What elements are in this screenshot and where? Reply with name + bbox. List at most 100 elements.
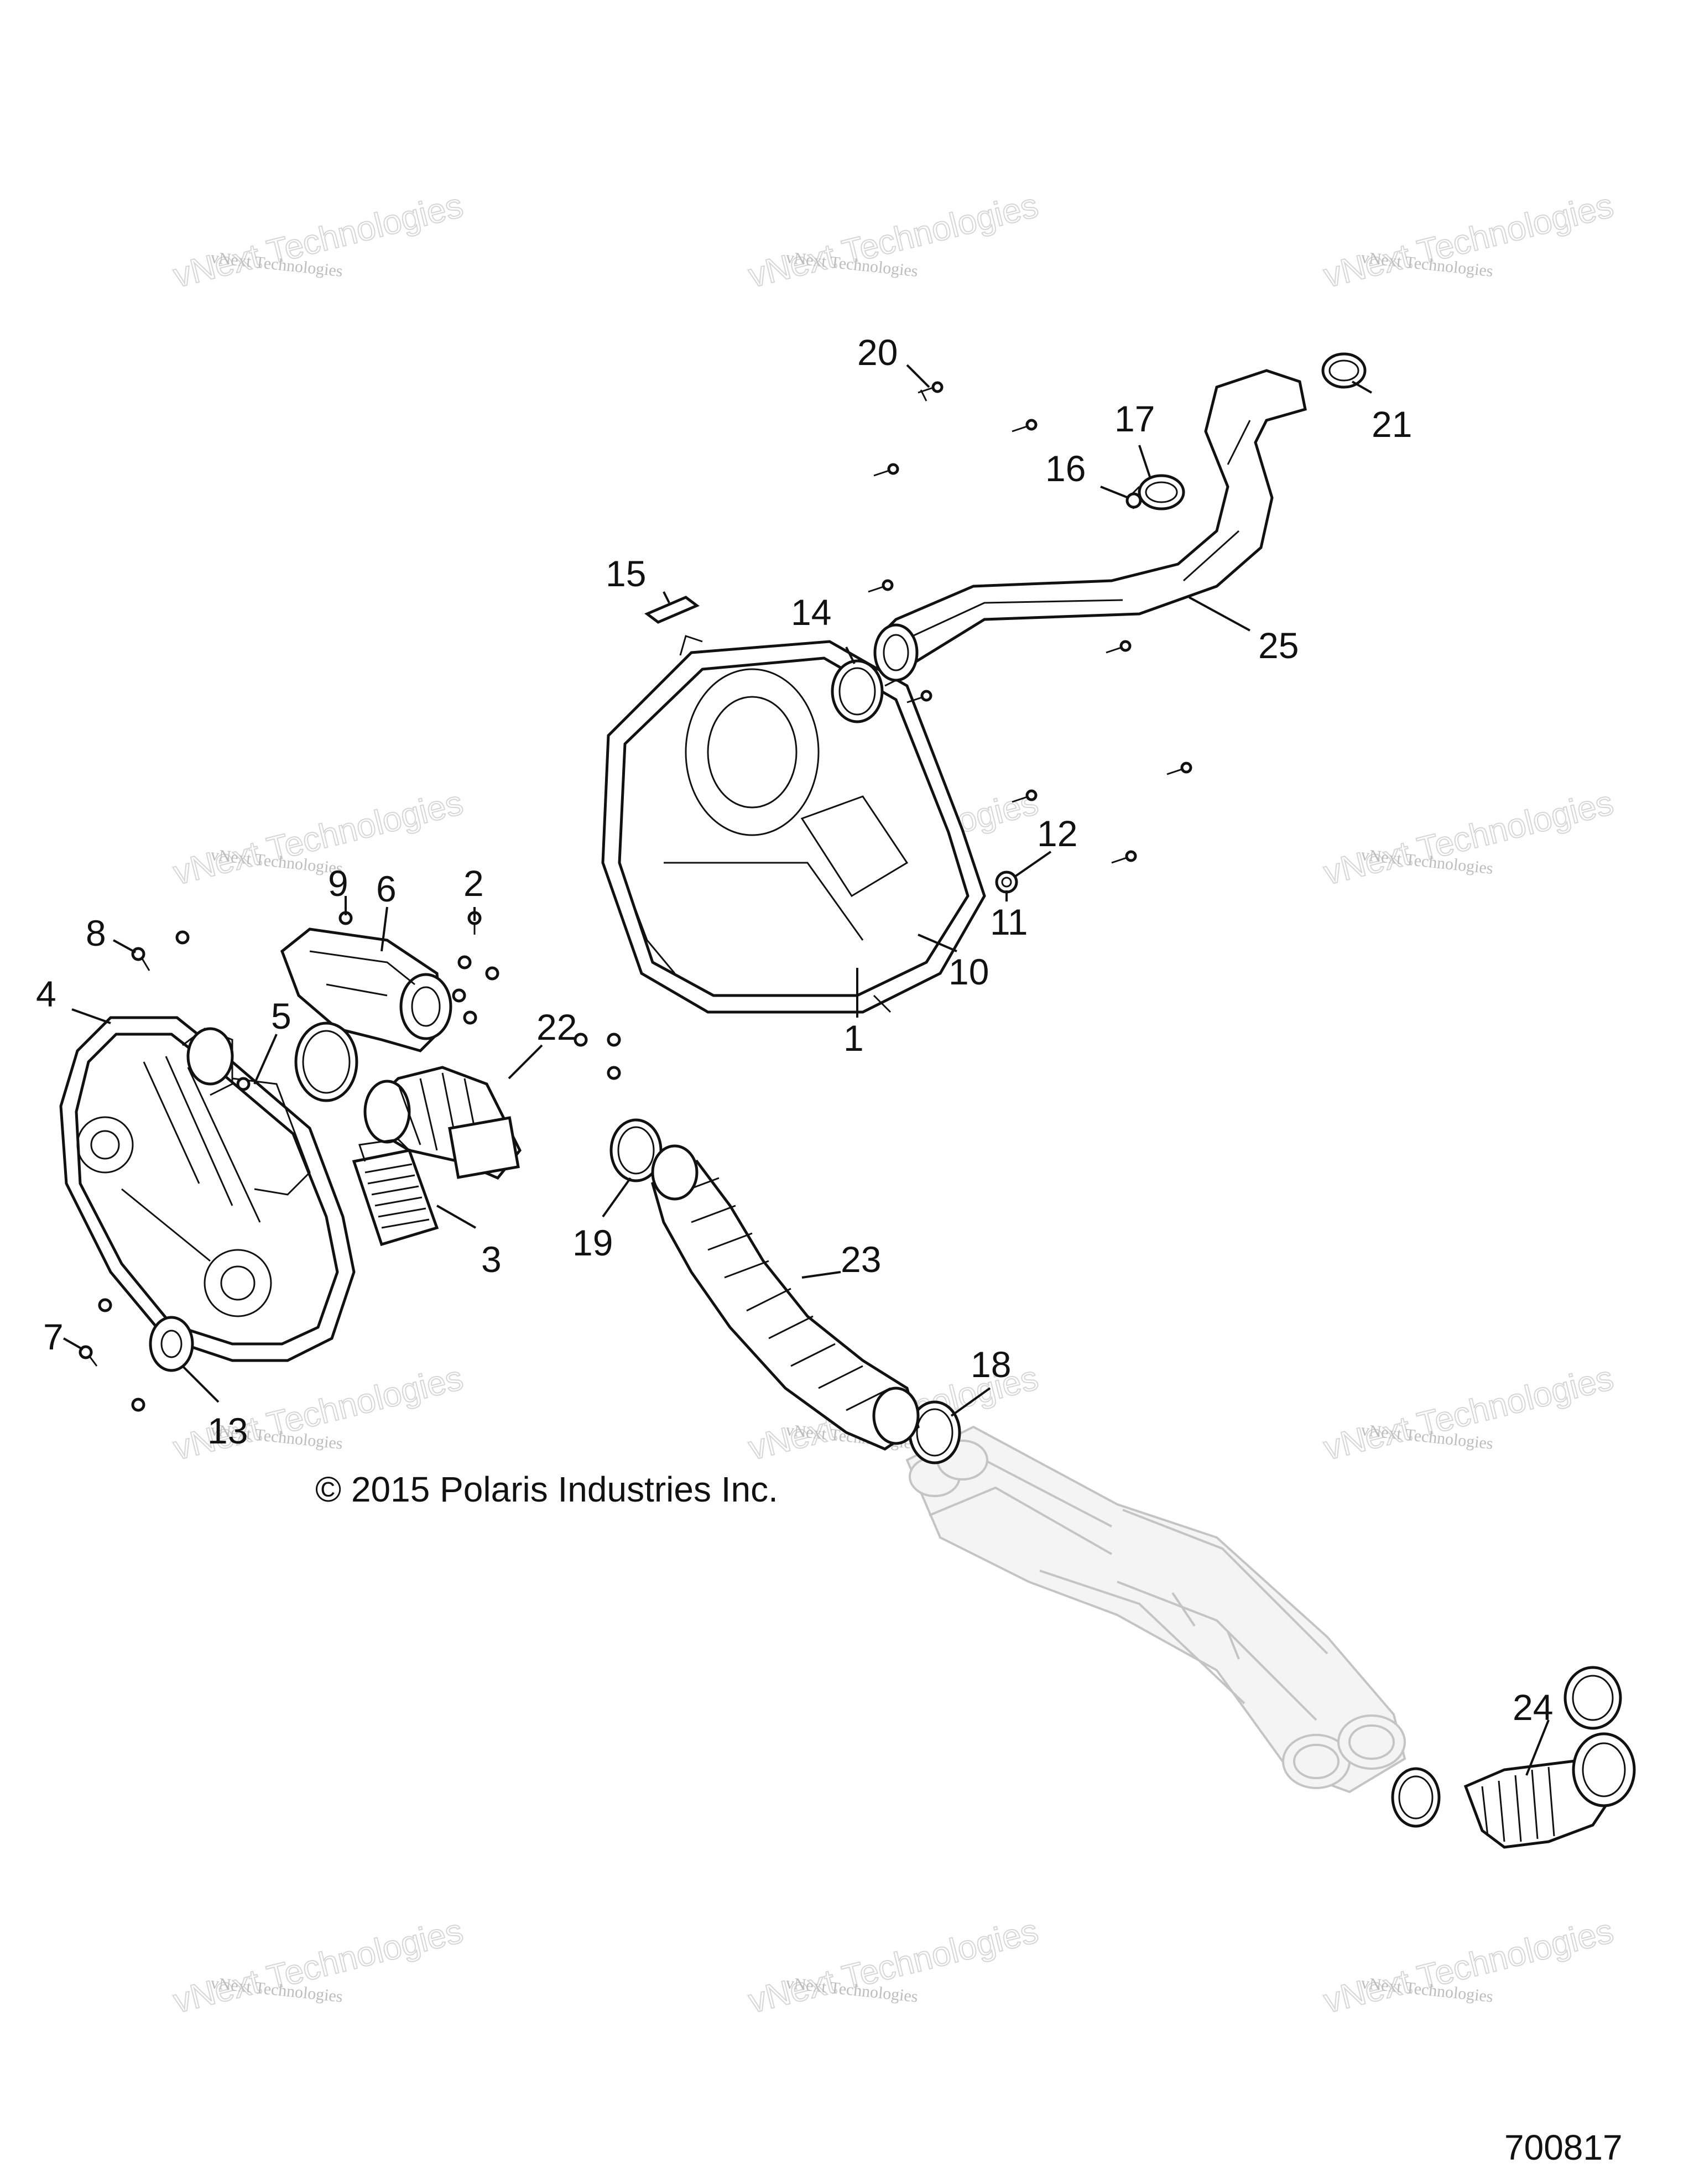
leader-25: [1189, 596, 1250, 632]
callout-24: 24: [1513, 1687, 1553, 1728]
figure-number: 700817: [1504, 2128, 1623, 2167]
leader-5: [253, 1034, 278, 1085]
watermark-bottom-center: vNext Technologies: [744, 1911, 1043, 2021]
watermark-large: vNext Technologies: [170, 186, 467, 295]
screw: [1106, 640, 1132, 654]
leader-22: [508, 1044, 543, 1080]
callout-11: 11: [990, 901, 1028, 942]
watermark-top-right: vNext Technologies: [1320, 186, 1618, 296]
leader-15: [663, 591, 670, 603]
callout-1: 1: [843, 1018, 864, 1059]
callout-19: 19: [572, 1222, 613, 1263]
callout-3: 3: [481, 1239, 502, 1280]
callout-10: 10: [948, 951, 989, 992]
watermark-large: vNext Technologies: [170, 784, 467, 893]
screw: [452, 988, 466, 1003]
watermark-large: vNext Technologies: [1320, 1359, 1617, 1468]
screw: [1012, 789, 1038, 803]
screw: [607, 1066, 621, 1080]
leader-17: [1138, 445, 1151, 479]
clamp-14: [831, 659, 884, 723]
callout-25: 25: [1258, 625, 1299, 666]
screw: [1012, 419, 1038, 432]
screw: [236, 1077, 251, 1091]
intake-hood: [280, 927, 452, 1052]
screw: [873, 463, 899, 477]
callout-17: 17: [1114, 398, 1155, 439]
leader-19: [602, 1177, 632, 1218]
leader-7: [63, 1337, 84, 1351]
clamp-21: [1321, 352, 1367, 389]
callout-9: 9: [328, 863, 348, 904]
callout-labels: 1 2 3 4 5 6 7 8 9 10 11 12 13 14 15 16 1…: [36, 332, 1553, 1728]
callout-7: 7: [43, 1316, 64, 1357]
callout-13: 13: [207, 1410, 248, 1451]
leader-10: [918, 934, 957, 952]
duct-hose-lower: [651, 1144, 920, 1451]
clamp-17: [1127, 474, 1185, 510]
callout-23: 23: [841, 1239, 881, 1280]
clutch-cover-outer: [59, 1016, 356, 1362]
watermark-large: vNext Technologies: [1320, 1912, 1617, 2021]
callout-18: 18: [971, 1344, 1011, 1385]
callout-12: 12: [1037, 813, 1077, 854]
leader-23: [801, 1271, 841, 1279]
cover-bracket: [232, 1077, 311, 1196]
clip-16: [1125, 492, 1142, 509]
watermark-low-right: vNext Technologies: [1320, 1358, 1618, 1468]
callout-21: 21: [1372, 404, 1412, 445]
watermark-large: vNext Technologies: [1320, 784, 1617, 893]
leader-6: [381, 906, 388, 952]
duct-hose-upper: [873, 369, 1307, 682]
leader-13: [181, 1365, 220, 1403]
screw: [485, 966, 499, 981]
callout-16: 16: [1045, 448, 1086, 489]
clutch-cover-inner: [601, 635, 986, 1014]
leader-14: [845, 647, 856, 664]
callout-8: 8: [86, 913, 106, 953]
ghost-intake-duct: [905, 1425, 1406, 1794]
leader-4: [71, 1008, 111, 1024]
screw-20: [918, 381, 944, 402]
clamp-ring-5: [294, 1021, 358, 1102]
callout-14: 14: [791, 592, 831, 633]
watermark-large: vNext Technologies: [745, 186, 1042, 295]
screw: [457, 955, 472, 969]
callout-5: 5: [271, 995, 291, 1036]
washer-13: [149, 1316, 194, 1372]
screw: [574, 1033, 588, 1047]
leader-21: [1352, 380, 1372, 394]
watermark-large: vNext Technologies: [170, 1912, 467, 2021]
leader-12: [1014, 851, 1052, 878]
leader-20: [906, 364, 930, 388]
callout-20: 20: [857, 332, 898, 373]
leader-18: [950, 1387, 991, 1417]
watermark-bottom-left: vNext Technologies: [169, 1911, 467, 2021]
watermark-top-center: vNext Technologies: [744, 186, 1043, 296]
screw: [1111, 850, 1137, 864]
screw: [607, 1033, 621, 1047]
callout-2: 2: [463, 863, 484, 904]
screw: [1166, 762, 1192, 775]
callout-4: 4: [36, 973, 56, 1014]
leader-16: [1100, 486, 1129, 499]
watermark-mid-right: vNext Technologies: [1320, 783, 1618, 893]
leader-3: [436, 1205, 476, 1229]
callout-22: 22: [536, 1007, 577, 1047]
watermark-large: vNext Technologies: [1320, 186, 1617, 295]
leader-8: [113, 939, 136, 953]
screw: [175, 930, 190, 945]
nut-11: [995, 871, 1018, 894]
leader-24: [1525, 1719, 1550, 1776]
callout-6: 6: [376, 868, 397, 909]
copyright-notice: © 2015 Polaris Industries Inc.: [315, 1469, 778, 1509]
screw: [906, 690, 932, 703]
fasteners: [79, 381, 1192, 1412]
filter-screen: [352, 1138, 439, 1247]
intake-bellows: [363, 1066, 522, 1180]
watermark-bottom-right: vNext Technologies: [1320, 1911, 1618, 2021]
screw: [463, 1010, 477, 1025]
clip-15: [644, 596, 700, 624]
screw: [131, 1398, 145, 1412]
